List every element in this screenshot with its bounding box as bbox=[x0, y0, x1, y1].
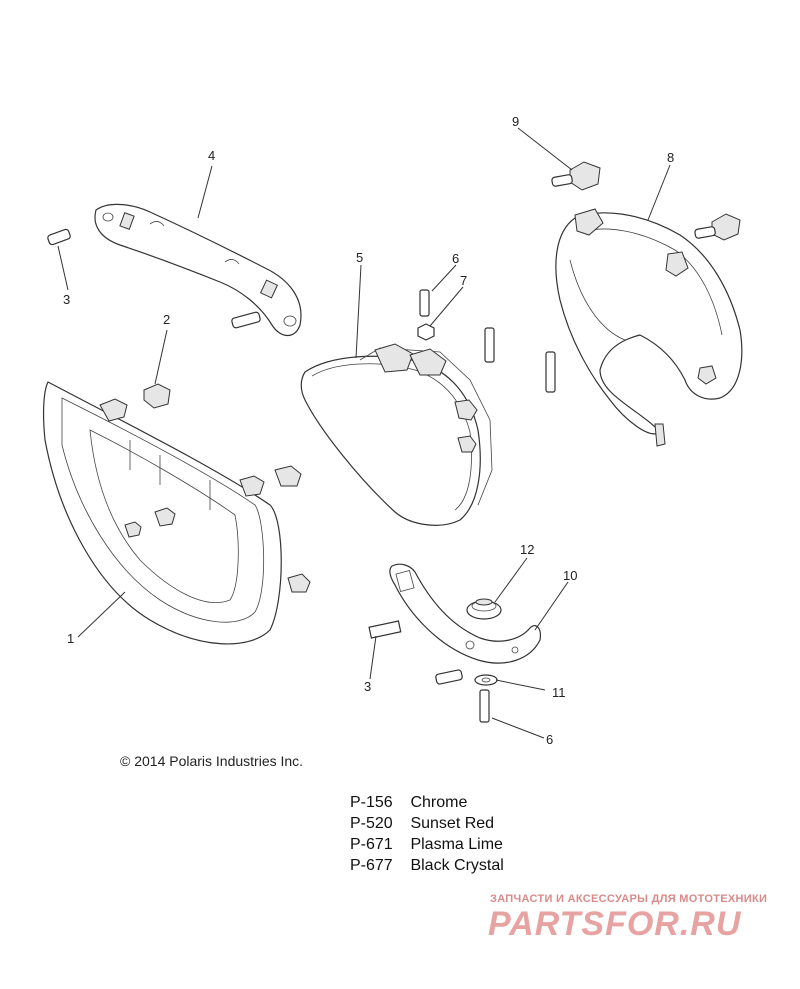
part-8-housing bbox=[555, 208, 743, 447]
part-11-washer bbox=[474, 674, 498, 686]
part-12-grommet bbox=[466, 598, 502, 620]
legend-name: Black Crystal bbox=[410, 857, 504, 874]
legend-code: P-520 bbox=[350, 815, 393, 832]
callout-4: 4 bbox=[208, 148, 215, 163]
legend-row: P-677 Black Crystal bbox=[350, 855, 504, 876]
callout-3-lower: 3 bbox=[364, 679, 371, 694]
callout-7: 7 bbox=[460, 273, 467, 288]
part-9-fastener bbox=[551, 161, 741, 241]
legend-row: P-671 Plasma Lime bbox=[350, 834, 504, 855]
legend-code: P-677 bbox=[350, 857, 393, 874]
part-3-screw-lower bbox=[368, 620, 402, 639]
legend-name: Plasma Lime bbox=[410, 836, 503, 853]
copyright-notice: © 2014 Polaris Industries Inc. bbox=[120, 753, 304, 769]
part-2-clip bbox=[143, 383, 171, 409]
watermark-logo: PARTSFOR.RU bbox=[488, 905, 742, 943]
part-5-headlamp bbox=[300, 343, 493, 526]
watermark-tagline: ЗАПЧАСТИ И АКСЕССУАРЫ ДЛЯ МОТОТЕХНИКИ bbox=[490, 893, 768, 905]
callout-12: 12 bbox=[520, 542, 534, 557]
callout-6-lower: 6 bbox=[546, 732, 553, 747]
legend-code: P-156 bbox=[350, 794, 393, 811]
legend-row: P-520 Sunset Red bbox=[350, 813, 504, 834]
color-legend: P-156 Chrome P-520 Sunset Red P-671 Plas… bbox=[350, 792, 504, 876]
part-3-screw-upper bbox=[47, 228, 261, 329]
legend-name: Sunset Red bbox=[410, 815, 495, 832]
callout-5: 5 bbox=[356, 250, 363, 265]
callout-8: 8 bbox=[667, 150, 674, 165]
part-6-bolt-lower bbox=[479, 689, 490, 723]
leader-lines bbox=[57, 127, 671, 739]
legend-code: P-671 bbox=[350, 836, 393, 853]
callout-9: 9 bbox=[512, 114, 519, 129]
part-10-lower-bracket bbox=[389, 563, 541, 664]
part-3-screw-lower-2 bbox=[435, 669, 463, 685]
callout-10: 10 bbox=[563, 568, 577, 583]
callout-labels: 1 2 3 3 4 5 6 6 7 8 9 10 11 12 bbox=[63, 114, 674, 747]
callout-11: 11 bbox=[552, 685, 566, 700]
callout-3-upper: 3 bbox=[63, 292, 70, 307]
legend-row: P-156 Chrome bbox=[350, 792, 504, 813]
legend-name: Chrome bbox=[410, 794, 468, 811]
callout-6-upper: 6 bbox=[452, 251, 459, 266]
part-1-bezel bbox=[42, 381, 311, 645]
part-7-nut bbox=[417, 323, 435, 341]
callout-1: 1 bbox=[67, 631, 74, 646]
part-4-bracket bbox=[94, 203, 302, 337]
callout-2: 2 bbox=[163, 312, 170, 327]
part-6-bolt-upper bbox=[419, 289, 556, 393]
